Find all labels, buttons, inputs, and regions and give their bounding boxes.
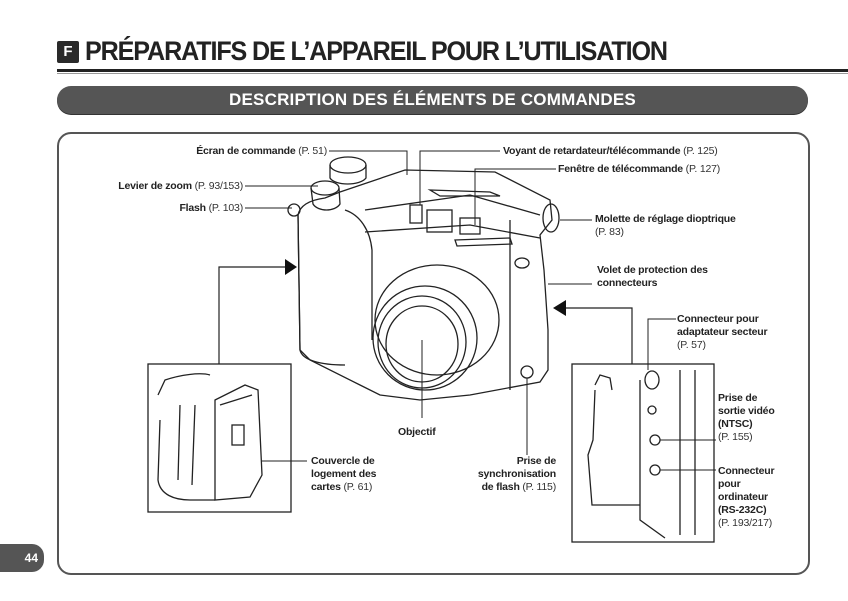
page-ref: (P. 155) bbox=[718, 431, 753, 443]
page-ref: (P. 83) bbox=[595, 226, 624, 238]
label-lens: Objectif bbox=[398, 426, 436, 439]
label-text: Volet de protection des bbox=[597, 264, 708, 276]
page-ref: (P. 103) bbox=[208, 202, 244, 214]
leader-lines bbox=[245, 150, 716, 471]
label-text: adaptateur secteur bbox=[677, 326, 768, 338]
diagram-frame bbox=[57, 132, 810, 575]
title-divider bbox=[57, 69, 848, 72]
label-diopter-dial: Molette de réglage dioptrique (P. 83) bbox=[595, 213, 736, 239]
arrow-left-icon bbox=[553, 300, 566, 316]
page-ref: (P. 93/153) bbox=[194, 180, 244, 192]
label-text: cartes bbox=[311, 481, 341, 493]
label-remote-window: Fenêtre de télécommande (P. 127) bbox=[558, 163, 720, 176]
label-text: Prise de bbox=[718, 392, 758, 404]
label-text: ordinateur bbox=[718, 491, 768, 503]
page-ref: (P. 115) bbox=[522, 481, 556, 493]
card-cover-inset bbox=[147, 363, 292, 513]
page-ref: (P. 51) bbox=[298, 145, 327, 157]
label-text: Connecteur bbox=[718, 465, 775, 477]
page-title: PRÉPARATIFS DE L’APPAREIL POUR L’UTILISA… bbox=[85, 36, 668, 66]
title-divider-shadow bbox=[57, 73, 848, 74]
label-self-timer-lamp: Voyant de retardateur/télécommande (P. 1… bbox=[503, 145, 718, 158]
section-title: DESCRIPTION DES ÉLÉMENTS DE COMMANDES bbox=[229, 90, 636, 109]
label-text: connecteurs bbox=[597, 277, 658, 289]
label-text: Levier de zoom bbox=[118, 180, 192, 192]
label-text: Prise de bbox=[516, 455, 556, 467]
arrow-right-icon bbox=[285, 259, 297, 275]
page-ref: (P. 193/217) bbox=[718, 517, 773, 529]
label-flash-sync: Prise de synchronisation de flash (P. 11… bbox=[440, 455, 556, 494]
label-text: (RS-232C) bbox=[718, 504, 767, 516]
label-text: Couvercle de bbox=[311, 455, 375, 467]
label-flash: Flash (P. 103) bbox=[100, 202, 243, 215]
label-dc-in: Connecteur pour adaptateur secteur (P. 5… bbox=[677, 313, 768, 352]
page-number-tab: 44 bbox=[0, 544, 44, 572]
page-ref: (P. 125) bbox=[683, 145, 718, 157]
label-text: Objectif bbox=[398, 426, 436, 438]
label-text: synchronisation bbox=[477, 468, 556, 480]
page-number: 44 bbox=[24, 551, 38, 565]
page-ref: (P. 61) bbox=[343, 481, 373, 493]
label-video-out: Prise de sortie vidéo (NTSC) (P. 155) bbox=[718, 392, 775, 444]
label-zoom-lever: Levier de zoom (P. 93/153) bbox=[60, 180, 243, 193]
page-ref: (P. 127) bbox=[685, 163, 721, 175]
label-text: Écran de commande bbox=[196, 145, 296, 157]
label-text: pour bbox=[718, 478, 741, 490]
camera-body bbox=[287, 156, 560, 401]
label-control-screen: Écran de commande (P. 51) bbox=[150, 145, 327, 158]
label-text: Voyant de retardateur/télécommande bbox=[503, 145, 681, 157]
label-connector-cover: Volet de protection des connecteurs bbox=[597, 264, 708, 290]
label-text: Fenêtre de télécommande bbox=[558, 163, 683, 175]
label-card-cover: Couvercle de logement des cartes (P. 61) bbox=[311, 455, 376, 494]
label-text: (NTSC) bbox=[718, 418, 753, 430]
label-text: logement des bbox=[311, 468, 377, 480]
label-text: de flash bbox=[481, 481, 520, 493]
page-ref: (P. 57) bbox=[677, 339, 706, 351]
section-banner: DESCRIPTION DES ÉLÉMENTS DE COMMANDES bbox=[57, 86, 808, 114]
label-text: Flash bbox=[179, 202, 206, 214]
label-computer-connector: Connecteur pour ordinateur (RS-232C) (P.… bbox=[718, 465, 775, 530]
label-text: Connecteur pour bbox=[677, 313, 759, 325]
label-text: sortie vidéo bbox=[718, 405, 775, 417]
connectors-inset bbox=[571, 363, 715, 543]
arrow-lines bbox=[218, 266, 633, 364]
language-badge: F bbox=[57, 40, 79, 63]
page-header: F PRÉPARATIFS DE L’APPAREIL POUR L’UTILI… bbox=[57, 36, 711, 67]
label-text: Molette de réglage dioptrique bbox=[595, 213, 736, 225]
